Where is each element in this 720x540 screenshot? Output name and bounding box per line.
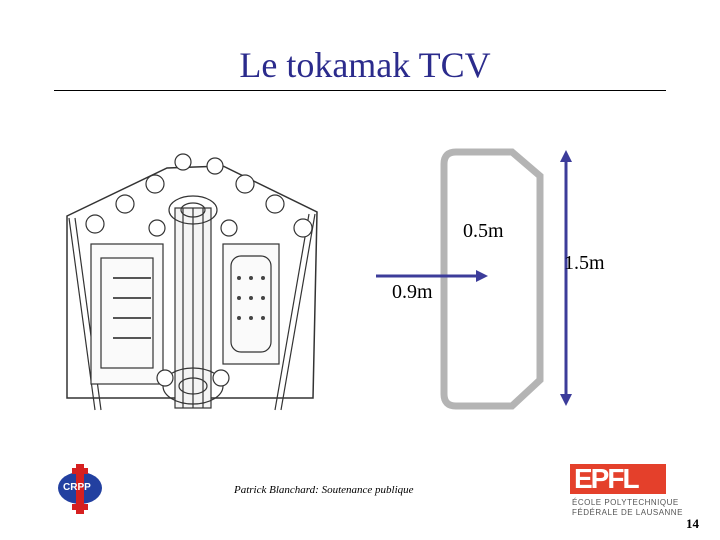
tokamak-drawing xyxy=(66,153,318,411)
epfl-logo-text: EPFL xyxy=(574,463,640,494)
footer-text: Patrick Blanchard: Soutenance publique xyxy=(234,484,414,496)
epfl-subtitle-1: ÉCOLE POLYTECHNIQUE xyxy=(572,498,679,507)
title-underline xyxy=(54,90,666,91)
epfl-logo xyxy=(570,464,666,494)
major-radius-label: 0.9m xyxy=(392,281,433,303)
slide-title: Le tokamak TCV xyxy=(239,45,491,85)
epfl-subtitle-2: FÉDÉRALE DE LAUSANNE xyxy=(572,508,683,517)
crpp-logo xyxy=(58,464,102,514)
radius-arrow xyxy=(376,270,488,282)
page-number: 14 xyxy=(686,516,699,531)
vessel-outline xyxy=(440,148,544,410)
width-label: 0.5m xyxy=(463,220,504,242)
crpp-logo-text: CRPP xyxy=(63,482,91,493)
height-label: 1.5m xyxy=(564,252,605,274)
height-arrow xyxy=(560,150,572,406)
